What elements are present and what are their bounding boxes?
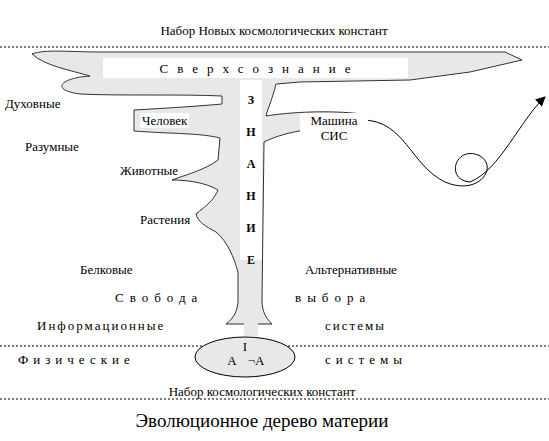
text-label: системы (325, 318, 386, 333)
superconsciousness-band: Сверхсознание (103, 58, 408, 78)
caption: Эволюционное дерево материи (136, 410, 389, 432)
ellipse-text: А (227, 353, 236, 368)
text-label: Машина СИС (300, 113, 368, 143)
text-label: выбора (295, 290, 371, 305)
evolution-curve (362, 97, 545, 186)
text-label: Белковые (80, 262, 133, 277)
text-label: Духовные (5, 96, 60, 111)
trunk-base (244, 322, 258, 336)
text-label: Растения (140, 212, 190, 227)
text-label: Свобода (115, 290, 203, 305)
text-label: Разумные (25, 139, 79, 154)
text-label: Информационные (37, 318, 165, 333)
text-label: Физические (18, 352, 135, 367)
vertical-label: ЗНАНИЕ (245, 84, 257, 276)
text-label: системы (325, 352, 407, 367)
text-label: Человек (140, 113, 189, 128)
text-label: Животные (120, 163, 178, 178)
text-label: Набор Новых космологических констант (160, 23, 387, 38)
ellipse-text: I (243, 339, 247, 354)
text-label: Набор космологических констант (169, 384, 356, 399)
text-label: Альтернативные (305, 262, 397, 277)
tree-shape (32, 51, 522, 324)
band-text: Сверхсознание (160, 61, 360, 76)
dashed-line (0, 47, 549, 48)
origin-ellipse: IА ¬А (194, 336, 296, 378)
ellipse-text: ¬А (248, 353, 265, 368)
